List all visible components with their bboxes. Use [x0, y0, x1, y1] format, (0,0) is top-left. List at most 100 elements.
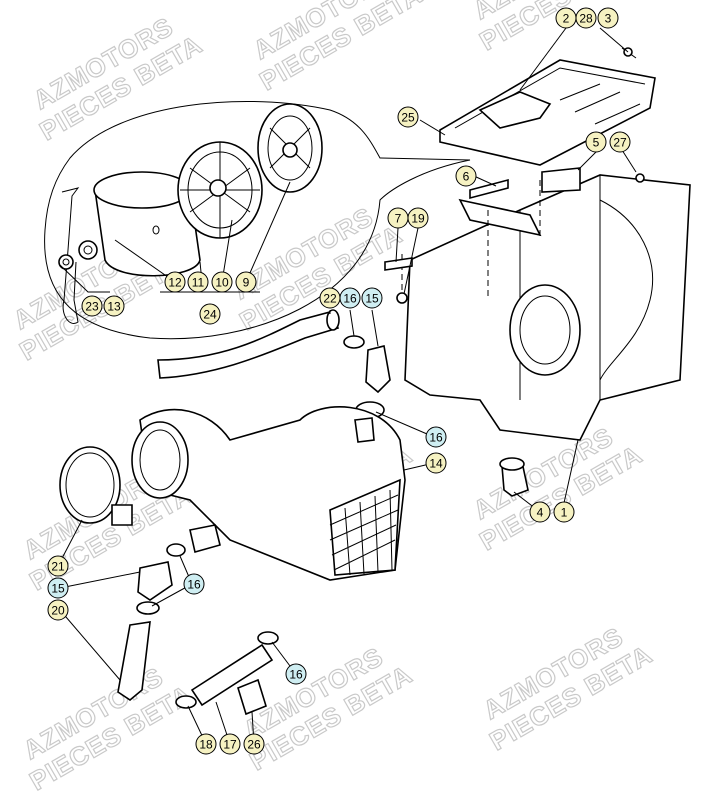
callout-label: 5 — [593, 136, 600, 150]
callout-13: 13 — [103, 295, 125, 317]
callout-18: 18 — [195, 733, 217, 755]
callout-label: 12 — [168, 276, 182, 290]
callout-circle — [199, 303, 221, 325]
filter-cap — [257, 103, 323, 193]
callout-6: 6 — [455, 165, 477, 187]
callout-2: 2 — [555, 7, 577, 29]
callout-label: 23 — [85, 300, 99, 314]
callout-15: 15 — [47, 577, 69, 599]
callout-14: 14 — [425, 452, 447, 474]
callout-circle — [553, 501, 575, 523]
callout-label: 24 — [203, 308, 217, 322]
callout-layer: 2 28 3 25 5 27 6 7 19 12 11 10 9 23 13 24 22 16 15 16 14 4 1 21… — [47, 7, 631, 755]
airbox-housing — [401, 173, 691, 441]
callout-label: 9 — [243, 276, 250, 290]
upper-fittings — [343, 335, 391, 419]
callout-22: 22 — [319, 287, 341, 309]
airbox-lid — [439, 47, 656, 166]
callout-4: 4 — [529, 501, 551, 523]
callout-label: 3 — [605, 12, 612, 26]
callout-19: 19 — [407, 207, 429, 229]
callout-16: 16 — [425, 426, 447, 448]
callout-3: 3 — [597, 7, 619, 29]
callout-label: 6 — [463, 170, 470, 184]
callout-circle — [425, 426, 447, 448]
callout-label: 20 — [51, 604, 65, 618]
callout-9: 9 — [235, 271, 257, 293]
callout-label: 14 — [429, 457, 443, 471]
callout-5: 5 — [585, 131, 607, 153]
duct-clamp — [59, 446, 133, 526]
mounting-hardware — [384, 167, 581, 304]
callout-label: 16 — [429, 431, 443, 445]
callout-circle — [455, 165, 477, 187]
callout-label: 10 — [215, 276, 229, 290]
callout-26: 26 — [243, 733, 265, 755]
callout-28: 28 — [575, 7, 597, 29]
callout-10: 10 — [211, 271, 233, 293]
callout-25: 25 — [397, 106, 419, 128]
callout-circle — [187, 271, 209, 293]
callout-16: 16 — [183, 573, 205, 595]
intake-duct — [131, 406, 406, 581]
callout-7: 7 — [387, 207, 409, 229]
breather-hose — [157, 309, 340, 379]
callout-circle — [211, 271, 233, 293]
lower-fittings — [117, 543, 186, 701]
filter-clamp-rod — [58, 187, 80, 324]
callout-label: 16 — [343, 292, 357, 306]
callout-label: 16 — [289, 668, 303, 682]
callout-label: 17 — [223, 738, 237, 752]
callout-27: 27 — [609, 131, 631, 153]
callout-circle — [529, 501, 551, 523]
callout-label: 22 — [323, 292, 337, 306]
callout-circle — [407, 207, 429, 229]
callout-circle — [235, 271, 257, 293]
callout-circle — [597, 7, 619, 29]
callout-circle — [219, 733, 241, 755]
callout-1: 1 — [553, 501, 575, 523]
callout-label: 15 — [51, 582, 65, 596]
callout-label: 27 — [613, 136, 627, 150]
callout-label: 7 — [395, 212, 402, 226]
filter-cage — [177, 141, 263, 239]
callout-24: 24 — [199, 303, 221, 325]
callout-circle — [47, 555, 69, 577]
callout-circle — [164, 271, 186, 293]
callout-circle — [81, 295, 103, 317]
callout-circle — [47, 577, 69, 599]
callout-label: 1 — [561, 506, 568, 520]
callout-label: 18 — [199, 738, 213, 752]
callout-16: 16 — [285, 663, 307, 685]
callout-circle — [575, 7, 597, 29]
callout-16: 16 — [339, 287, 361, 309]
callout-circle — [425, 452, 447, 474]
drain-hose — [175, 631, 279, 716]
callout-11: 11 — [187, 271, 209, 293]
callout-circle — [397, 106, 419, 128]
callout-circle — [243, 733, 265, 755]
callout-label: 21 — [51, 560, 65, 574]
callout-12: 12 — [164, 271, 186, 293]
callout-15: 15 — [361, 287, 383, 309]
callout-circle — [361, 287, 383, 309]
callout-label: 4 — [537, 506, 544, 520]
callout-label: 11 — [192, 276, 205, 290]
callout-label: 25 — [401, 111, 415, 125]
callout-circle — [183, 573, 205, 595]
callout-circle — [339, 287, 361, 309]
callout-circle — [585, 131, 607, 153]
callout-label: 28 — [579, 12, 593, 26]
callout-circle — [285, 663, 307, 685]
callout-label: 15 — [365, 292, 379, 306]
callout-circle — [609, 131, 631, 153]
callout-label: 2 — [563, 12, 570, 26]
callout-label: 19 — [411, 212, 425, 226]
callout-label: 16 — [187, 578, 201, 592]
